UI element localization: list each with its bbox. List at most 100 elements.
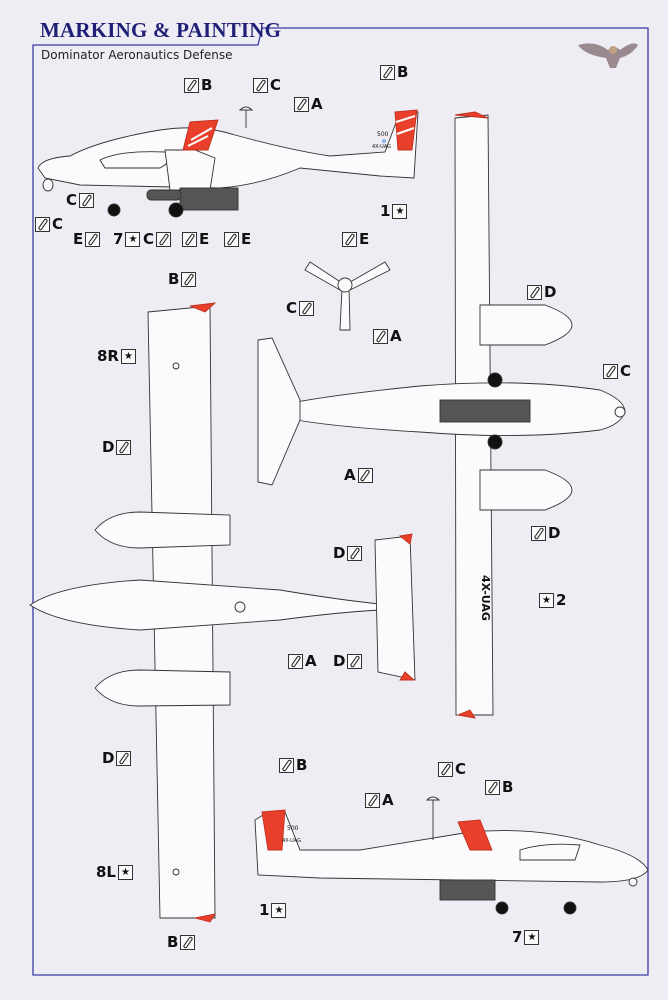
owl-logo (578, 43, 638, 68)
paint-brush-icon (182, 232, 197, 247)
callout-paint-d: D (333, 652, 363, 670)
callout-text: D (102, 438, 115, 456)
callout-text: C (286, 299, 298, 317)
paint-brush-icon (342, 232, 357, 247)
callout-text: D (333, 652, 346, 670)
callout-text: 2 (556, 591, 567, 609)
paint-brush-icon (347, 654, 363, 669)
callout-text: D (544, 283, 557, 301)
callout-paint-c: C (66, 191, 95, 209)
callout-text: 1 (259, 901, 270, 919)
callout-decal-8r: 8R (97, 349, 136, 364)
callout-paint-e: E (342, 232, 369, 247)
callout-paint-d: D (531, 526, 560, 541)
callout-paint-e: E (224, 232, 251, 247)
paint-brush-icon (603, 364, 618, 379)
page-title: MARKING & PAINTING (40, 18, 282, 42)
callout-text: C (455, 760, 467, 778)
side-view-right: 500 4X-UAG (254, 796, 649, 915)
callout-text: D (102, 749, 115, 767)
paint-brush-icon (253, 78, 268, 93)
paint-brush-icon (181, 272, 197, 287)
callout-text: A (305, 652, 317, 670)
callout-text: A (311, 95, 323, 113)
paint-brush-icon (79, 193, 95, 208)
decal-star-icon (121, 349, 136, 364)
callout-text: B (201, 76, 213, 94)
callout-decal-7: 7 (113, 232, 141, 247)
paint-brush-icon (380, 65, 395, 80)
callout-paint-d: D (102, 438, 132, 456)
callout-text: B (502, 778, 514, 796)
callout-decal-2: 2 (539, 593, 566, 608)
callout-text: E (359, 230, 370, 248)
paint-brush-icon (116, 751, 132, 766)
registration-top-side: 4X-UAG (372, 144, 391, 150)
callout-text: B (168, 270, 180, 288)
callout-text: A (344, 466, 356, 484)
decal-star-icon (539, 593, 554, 608)
callout-paint-b: B (184, 78, 212, 93)
callout-paint-c: C (438, 762, 466, 777)
paint-brush-icon (279, 758, 294, 773)
callout-text: 7 (512, 928, 523, 946)
decal-star-icon (118, 865, 133, 880)
paint-brush-icon (116, 440, 132, 455)
callout-paint-c: C (35, 217, 63, 232)
callout-paint-e: E (73, 230, 101, 248)
callout-paint-b: B (168, 270, 197, 288)
callout-text: 1 (380, 202, 391, 220)
paint-brush-icon (294, 97, 309, 112)
paint-brush-icon (299, 301, 315, 316)
callout-decal-8l: 8L (96, 865, 133, 880)
callout-text: D (548, 524, 561, 542)
paint-brush-icon (156, 232, 172, 247)
callout-text: A (382, 791, 394, 809)
callout-paint-b: B (380, 65, 408, 80)
callout-text: B (397, 63, 409, 81)
top-view (29, 302, 416, 923)
decal-star-icon (125, 232, 141, 247)
callout-text: B (167, 933, 179, 951)
paint-brush-icon (527, 285, 542, 300)
propeller-detail (304, 261, 391, 331)
decal-star-icon (271, 903, 287, 918)
paint-brush-icon (438, 762, 453, 777)
callout-text: 8R (97, 347, 119, 365)
callout-paint-a: A (373, 329, 402, 344)
callout-text: 8L (96, 863, 116, 881)
registration-bottom-side: 4X-UAG (282, 838, 301, 844)
paint-brush-icon (224, 232, 239, 247)
callout-paint-b: B (279, 758, 307, 773)
callout-text: C (143, 230, 155, 248)
paint-brush-icon (347, 546, 363, 561)
page-frame (32, 27, 649, 976)
tail-number-top: 500 (377, 131, 389, 138)
page-subtitle: Dominator Aeronautics Defense (41, 48, 233, 62)
registration-wing-underside: 4X-UAG (479, 575, 492, 621)
callout-text: E (241, 230, 252, 248)
callout-paint-a: A (365, 793, 394, 808)
callout-text: E (73, 230, 84, 248)
callout-text: C (66, 191, 78, 209)
callout-paint-c: C (143, 230, 172, 248)
callout-text: A (390, 327, 402, 345)
paint-brush-icon (85, 232, 101, 247)
paint-brush-icon (35, 217, 50, 232)
decal-star-icon (524, 930, 540, 945)
callout-paint-a: A (294, 97, 323, 112)
callout-paint-d: D (333, 546, 363, 561)
paint-brush-icon (365, 793, 380, 808)
callout-decal-1: 1 (259, 901, 287, 919)
callout-paint-b: B (485, 780, 513, 795)
callout-text: C (270, 76, 282, 94)
paint-brush-icon (357, 468, 373, 483)
callout-paint-e: E (182, 232, 209, 247)
callout-paint-d: D (527, 285, 556, 300)
callout-text: B (296, 756, 308, 774)
side-view-left: 500 4X-UAG (37, 106, 419, 218)
callout-paint-a: A (288, 654, 317, 669)
callout-paint-a: A (344, 468, 373, 483)
callout-text: C (620, 362, 632, 380)
